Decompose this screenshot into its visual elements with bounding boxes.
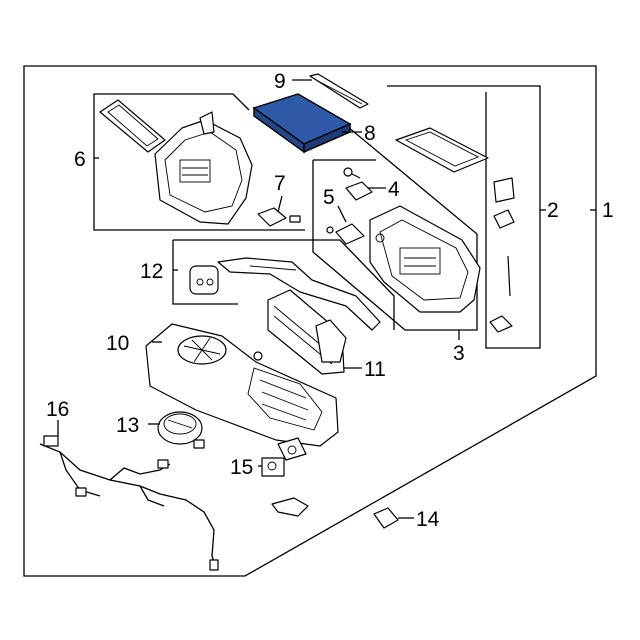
group-box-3c (312, 160, 459, 331)
grommet-part-15 (261, 437, 307, 477)
callout-9: 9 (274, 70, 286, 93)
callout-3: 3 (453, 342, 465, 365)
callout-16: 16 (46, 398, 69, 421)
actuator-part-7 (257, 207, 301, 227)
evaporator-part-11 (267, 289, 347, 375)
callout-7: 7 (274, 172, 286, 195)
callout-10: 10 (106, 332, 129, 355)
group-box-12 (172, 240, 238, 305)
callout-1: 1 (602, 199, 614, 222)
blower-motor-part-13 (157, 411, 205, 449)
assembly-outline-1 (23, 65, 597, 577)
blower-assembly-part-10 (145, 323, 339, 447)
seal-strip-part-9 (309, 73, 369, 109)
group-box-12b (173, 239, 395, 330)
callout-14: 14 (416, 508, 440, 531)
group-box-6 (93, 93, 305, 231)
screw-part (343, 167, 361, 179)
filter-frame-part (99, 99, 166, 153)
wiring-harness-part-16 (39, 435, 219, 571)
heater-case-part-3 (369, 205, 481, 313)
motor-connector-part-12 (189, 257, 381, 331)
callout-5: 5 (323, 186, 335, 209)
callout-6: 6 (74, 148, 86, 171)
callout-11: 11 (364, 358, 386, 381)
group-box-2 (387, 85, 541, 349)
callout-2: 2 (547, 199, 559, 222)
callout-4: 4 (388, 178, 400, 201)
blower-housing-part (154, 111, 253, 225)
cabin-air-filter-part-8 (252, 93, 352, 154)
duct-part-2a (395, 127, 489, 173)
leader-7 (277, 195, 283, 213)
actuator-part-4 (345, 181, 373, 201)
callout-15: 15 (230, 456, 253, 479)
actuator-part-5 (326, 223, 365, 245)
callout-12: 12 (140, 260, 163, 283)
leader-5 (337, 205, 347, 223)
bracket-part (271, 497, 309, 517)
sensor-part-14 (373, 507, 399, 529)
callout-8: 8 (364, 122, 376, 145)
seal-part-2b (489, 177, 515, 333)
callout-13: 13 (116, 414, 139, 437)
